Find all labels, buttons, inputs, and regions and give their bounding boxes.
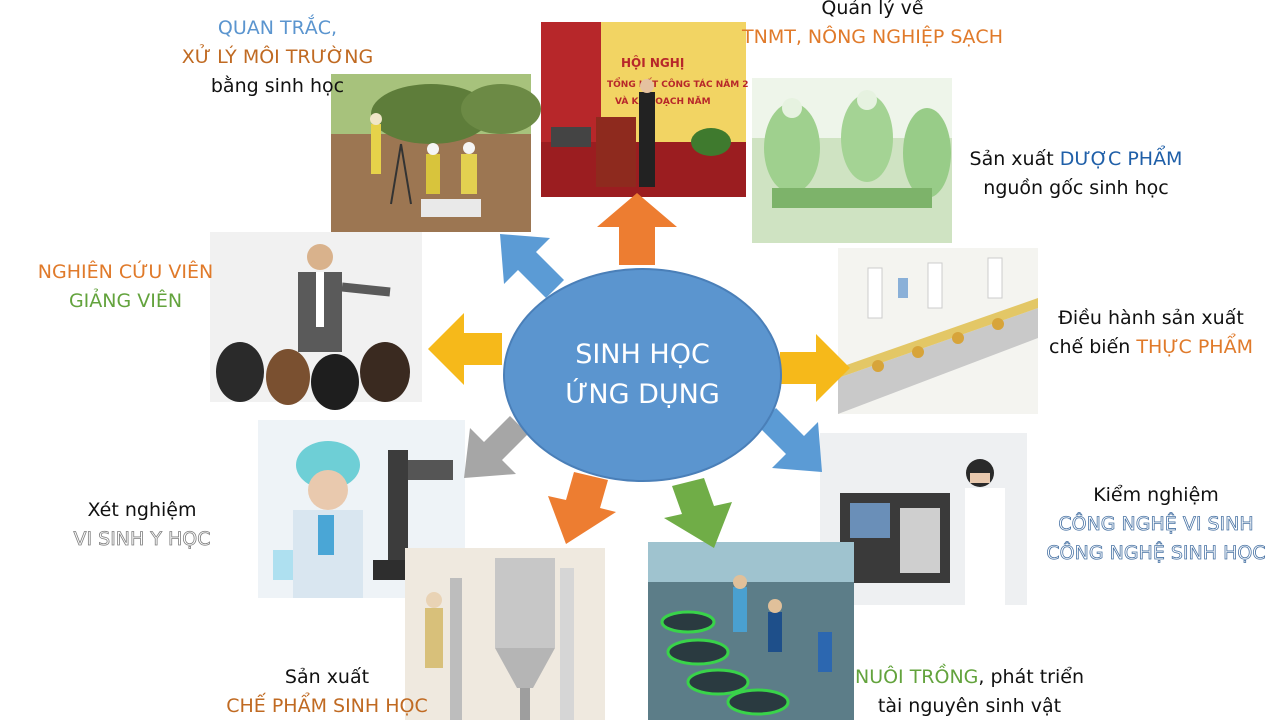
center-line-1: SINH HỌC bbox=[575, 339, 710, 370]
photo-lab-testing bbox=[820, 433, 1027, 605]
label-thuc-pham: Điều hành sản xuất chế biến THỰC PHẨM bbox=[1040, 304, 1262, 362]
nghien-cuu-line-1: NGHIÊN CỨU VIÊN bbox=[37, 261, 214, 283]
arrow-upper-left bbox=[500, 234, 564, 298]
photo-bioproduct-factory bbox=[405, 548, 605, 720]
arrow-right bbox=[780, 334, 850, 402]
duoc-pham-prefix: Sản xuất bbox=[969, 148, 1060, 170]
nuoi-trong-suffix: , phát triển bbox=[978, 666, 1084, 688]
arrow-left bbox=[428, 313, 502, 385]
duoc-pham-highlight: DƯỢC PHẨM bbox=[1059, 148, 1183, 170]
kiem-nghiem-line-3: CÔNG NGHỆ SINH HỌC bbox=[1046, 542, 1266, 565]
photo-field-monitoring bbox=[331, 74, 541, 232]
photo-conference: HỘI NGHỊ TỔNG KẾT CÔNG TÁC NĂM 2 VÀ KẾ H… bbox=[541, 22, 749, 197]
arrow-down-right bbox=[664, 478, 732, 548]
photo-pharma-lab bbox=[752, 78, 952, 243]
arrow-down-left bbox=[548, 472, 616, 544]
kiem-nghiem-line-1: Kiểm nghiệm bbox=[1093, 484, 1219, 506]
banner-text-3: VÀ KẾ HOẠCH NĂM bbox=[615, 94, 711, 107]
photo-lecturer bbox=[210, 232, 422, 410]
che-pham-line-1: Sản xuất bbox=[284, 666, 370, 688]
label-nuoi-trong: NUÔI TRỒNG, phát triển tài nguyên sinh v… bbox=[842, 663, 1097, 721]
arrow-up bbox=[597, 193, 677, 265]
center-line-2: ỨNG DỤNG bbox=[565, 379, 720, 410]
label-xet-nghiem: Xét nghiệm VI SINH Y HỌC bbox=[52, 496, 232, 554]
label-kiem-nghiem: Kiểm nghiệm CÔNG NGHỆ VI SINH CÔNG NGHỆ … bbox=[1038, 481, 1274, 568]
xet-nghiem-line-1: Xét nghiệm bbox=[87, 499, 197, 521]
thuc-pham-line-1: Điều hành sản xuất bbox=[1058, 307, 1244, 329]
che-pham-line-2: CHẾ PHẨM SINH HỌC bbox=[226, 695, 428, 717]
nuoi-trong-highlight: NUÔI TRỒNG bbox=[854, 666, 979, 688]
label-che-pham: Sản xuất CHẾ PHẨM SINH HỌC bbox=[212, 663, 442, 721]
photo-food-processing bbox=[838, 248, 1038, 414]
kiem-nghiem-line-2: CÔNG NGHỆ VI SINH bbox=[1058, 513, 1254, 536]
arrow-lower-right bbox=[758, 408, 822, 472]
quan-trac-line-2: XỬ LÝ MÔI TRƯỜNG bbox=[181, 46, 374, 68]
label-duoc-pham: Sản xuất DƯỢC PHẨM nguồn gốc sinh học bbox=[956, 145, 1196, 203]
quan-ly-line-2: TNMT, NÔNG NGHIỆP SẠCH bbox=[742, 26, 1003, 48]
quan-ly-line-1: Quản lý về bbox=[821, 0, 924, 19]
xet-nghiem-line-2: VI SINH Y HỌC bbox=[73, 528, 211, 551]
banner-text-1: HỘI NGHỊ bbox=[621, 55, 684, 70]
nuoi-trong-line-2: tài nguyên sinh vật bbox=[877, 695, 1062, 717]
quan-trac-line-1: QUAN TRẮC, bbox=[217, 17, 338, 39]
duoc-pham-line-2: nguồn gốc sinh học bbox=[983, 177, 1169, 199]
arrow-lower-left bbox=[464, 416, 528, 478]
label-quan-trac: QUAN TRẮC, XỬ LÝ MÔI TRƯỜNG bằng sinh họ… bbox=[165, 14, 390, 101]
thuc-pham-prefix: chế biến bbox=[1049, 336, 1137, 358]
quan-trac-line-3: bằng sinh học bbox=[210, 75, 345, 97]
center-node: SINH HỌC ỨNG DỤNG bbox=[503, 268, 782, 482]
thuc-pham-highlight: THỰC PHẨM bbox=[1136, 336, 1253, 358]
photo-aquaculture bbox=[648, 542, 854, 720]
label-quan-ly: Quản lý về TNMT, NÔNG NGHIỆP SẠCH bbox=[735, 0, 1010, 52]
nghien-cuu-line-2: GIẢNG VIÊN bbox=[68, 290, 183, 312]
label-nghien-cuu: NGHIÊN CỨU VIÊN GIẢNG VIÊN bbox=[28, 258, 223, 316]
